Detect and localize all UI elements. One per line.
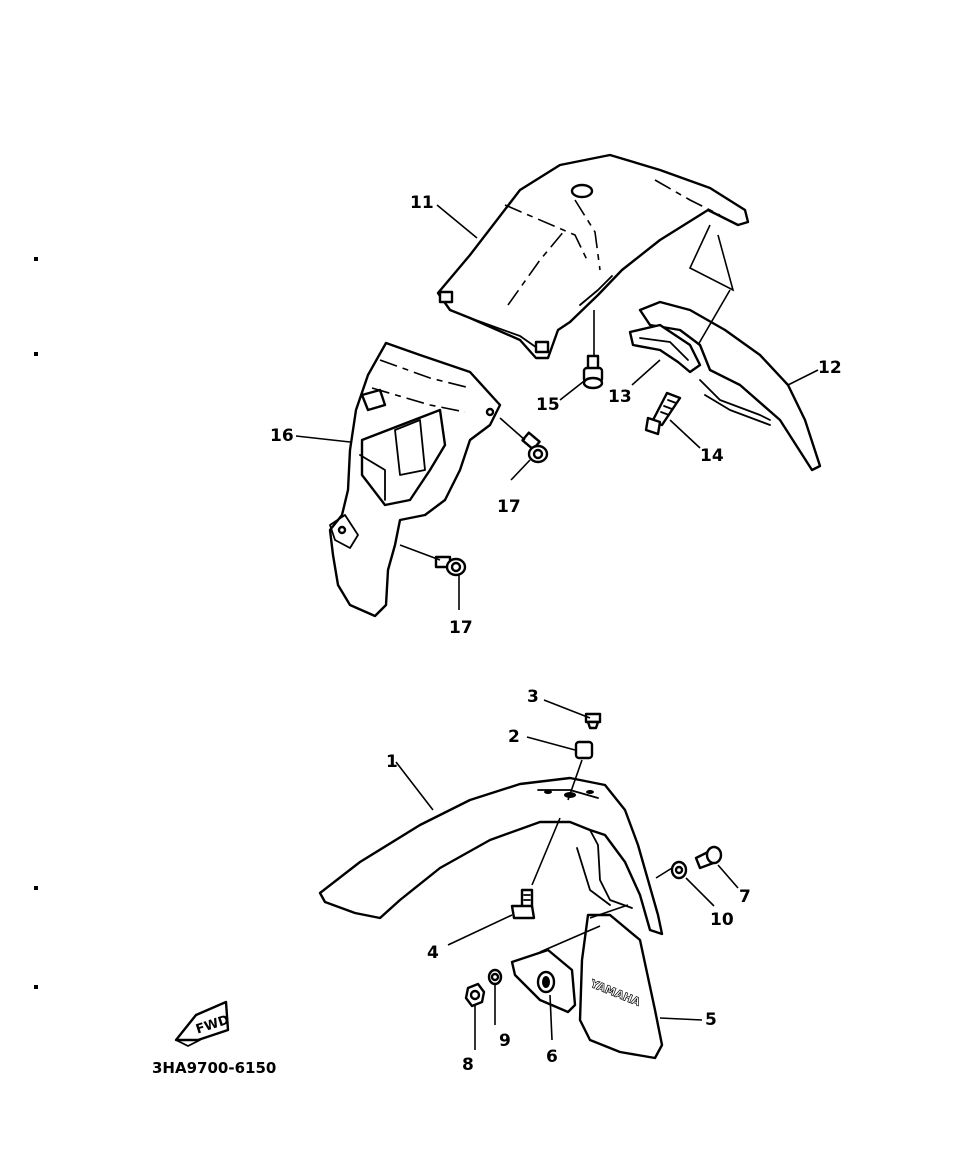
callout-9: 9 [499,1031,511,1051]
callout-7: 7 [739,887,751,907]
part-14-bolt [644,391,682,436]
part-15-bolt [582,354,604,390]
callout-16: 16 [270,426,294,446]
diagram-code: 3HA9700-6150 [152,1059,276,1077]
part-17-bolt-lower [434,555,467,577]
part-12-rear-fender-tail [638,300,822,472]
part-16-inner-fender [328,341,502,618]
callout-13: 13 [608,387,632,407]
part-13-bracket [628,323,702,374]
scan-marks [34,257,38,989]
part-1-front-fender [318,776,664,936]
part-7-bolt [694,845,723,870]
callout-5: 5 [705,1010,717,1030]
part-17-bolt-upper [521,431,549,464]
callout-1: 1 [386,752,398,772]
part-11-rear-fender [436,153,750,360]
leader-lines [295,204,819,1050]
part-3-bolt [584,712,602,730]
callout-14: 14 [700,446,724,466]
callout-11: 11 [410,193,434,213]
callout-labels: 11 12 13 14 15 16 17 17 3 2 1 4 7 10 5 6… [270,193,842,1075]
callout-6: 6 [546,1047,558,1067]
fwd-arrow-icon: FWD [174,1000,231,1047]
callout-8: 8 [462,1055,474,1075]
callout-12: 12 [818,358,842,378]
part-8-nut [464,982,486,1008]
callout-17-upper: 17 [497,497,521,517]
part-4-bolt [510,888,536,920]
part-2-collar [574,740,594,760]
part-5-mud-flap: YAMAHA [578,913,664,1060]
part-10-washer [670,860,688,880]
part-6-plate [510,948,577,1014]
callout-3: 3 [527,687,539,707]
part-9-washer [487,968,503,986]
callout-4: 4 [427,943,439,963]
callout-17-lower: 17 [449,618,473,638]
callout-2: 2 [508,727,520,747]
callout-10: 10 [710,910,734,930]
callout-15: 15 [536,395,560,415]
